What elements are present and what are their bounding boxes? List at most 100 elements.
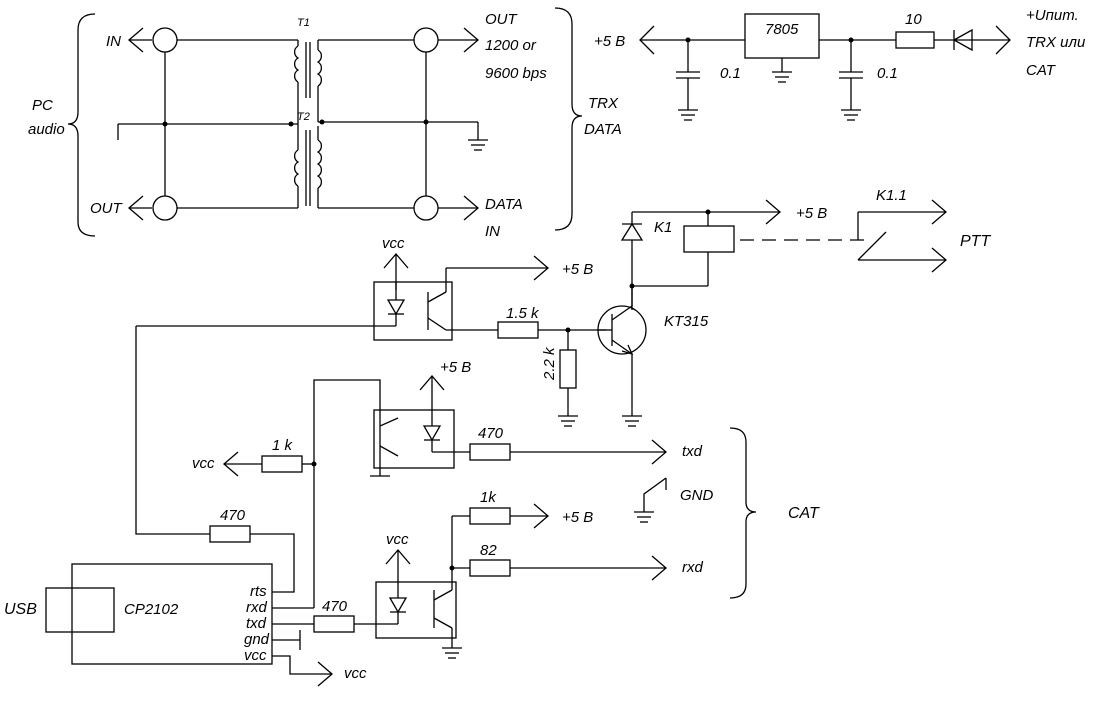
out-left-jack — [152, 195, 178, 221]
audio-interface-section: PC audio IN OUT T1 T2 — [28, 7, 622, 240]
vcc-1k-label: vcc — [192, 455, 215, 472]
opto3-section: 1k +5 B 82 rxd vcc 470 — [272, 489, 703, 659]
opto3-ground — [442, 628, 462, 659]
t1-primary-coil — [294, 45, 300, 83]
gnd-wire — [643, 477, 667, 512]
pin-rxd-label: rxd — [246, 599, 267, 616]
supply-label-3: CAT — [1026, 62, 1057, 79]
opto1-out-label: +5 B — [562, 261, 593, 278]
res-1k-b-label: 1k — [480, 489, 497, 506]
reg-name-label: 7805 — [765, 21, 799, 38]
baud-label-2: 9600 bps — [485, 65, 547, 82]
resistor-82 — [469, 559, 511, 577]
cap2-label: 0.1 — [877, 65, 898, 82]
optocoupler-2 — [373, 409, 455, 469]
opto1-section: vcc +5 B 1.5 k 2.2 k — [136, 235, 709, 427]
out-right-label: OUT — [485, 11, 519, 28]
pin-gnd-label: gnd — [244, 631, 270, 648]
cp2102-section: 470 USB CP2102 rts rxd txd gnd vcc vcc — [4, 326, 367, 687]
usb-label: USB — [4, 601, 37, 618]
res-470-txd-label: 470 — [478, 425, 504, 442]
cp2102-chip — [71, 563, 273, 665]
trx-data-brace — [554, 7, 583, 231]
resistor-470-txd2 — [313, 615, 355, 633]
optocoupler-3 — [375, 581, 457, 639]
res-1k5-label: 1.5 k — [506, 305, 540, 322]
rxd-pwr-label: +5 B — [562, 509, 593, 526]
opto3-pt-emitter — [433, 617, 453, 629]
pin-vcc-label: vcc — [244, 647, 267, 664]
vcc-pin-wire — [272, 655, 332, 675]
k1-pwr-label: +5 B — [796, 205, 827, 222]
rxd-arrowhead — [651, 555, 667, 581]
ptt-relay-section: K1 +5 B K1.1 PTT — [620, 187, 991, 310]
contact-blade — [857, 231, 887, 261]
opto2-pt-collector — [379, 417, 399, 427]
right-junction-a — [319, 119, 325, 125]
supply-label-1: +Uпит. — [1026, 7, 1079, 24]
opto2-rts-wire — [313, 379, 381, 464]
baud-label-1: 1200 or — [485, 37, 537, 54]
rxd-pwr-arrowhead — [533, 503, 549, 529]
cat-label: CAT — [788, 505, 820, 522]
opto1-pt-collector — [427, 291, 447, 303]
pc-audio-brace — [67, 13, 96, 237]
kt315-emitter — [611, 339, 633, 355]
opto3-pt-collector — [433, 589, 453, 601]
relay-diode-triangle — [620, 222, 644, 241]
t2-primary-coil — [294, 149, 300, 187]
resistor-1k — [261, 455, 303, 473]
resistor-2k2 — [559, 349, 577, 389]
vcc-bottom-arrowhead — [317, 661, 333, 687]
opto3-led — [388, 597, 408, 614]
res-10-label: 10 — [905, 11, 922, 28]
resistor-470-txd — [469, 443, 511, 461]
cap1 — [676, 40, 700, 121]
out-right-arrowhead — [463, 27, 479, 53]
txd-label: txd — [682, 443, 703, 460]
res-2k2-ground — [558, 388, 578, 427]
cat-ground-symbol — [634, 511, 654, 523]
relay-pwr-arrowhead — [765, 199, 781, 225]
trx-label: TRX — [588, 95, 619, 112]
cat-brace — [729, 427, 757, 599]
relay-coil-k1 — [683, 225, 735, 253]
chip-label: CP2102 — [124, 601, 179, 618]
data-in-jack — [413, 195, 439, 221]
pin-rts-label: rts — [250, 583, 267, 600]
supply-in-arrowhead — [995, 25, 1011, 55]
txd-arrowhead — [651, 439, 667, 465]
pc-label: PC — [32, 97, 53, 114]
resistor-470-rts — [209, 525, 251, 543]
opto2-pt-emitter — [379, 445, 399, 457]
audio-label: audio — [28, 121, 65, 138]
in-left-jack — [152, 27, 178, 53]
opto1-out-arrowhead — [533, 255, 549, 281]
res-1k-label: 1 k — [272, 437, 294, 454]
rts-wire — [135, 326, 210, 535]
resistor-10 — [895, 31, 935, 49]
pin-txd-label: txd — [246, 615, 267, 632]
t1-secondary-coil — [316, 49, 322, 87]
t-center-junction — [288, 121, 294, 127]
ptt-arrowhead-top — [931, 199, 947, 225]
resistor-1k5 — [497, 321, 539, 339]
resistor-1k-b — [469, 507, 511, 525]
data-in-label-1: DATA — [485, 196, 523, 213]
cat-section: GND CAT — [634, 427, 820, 599]
ptt-label: PTT — [960, 233, 991, 250]
gnd-label: GND — [680, 487, 714, 504]
t2-secondary-coil — [316, 139, 322, 189]
supply-diode-triangle — [952, 28, 973, 52]
k11-label: K1.1 — [876, 187, 907, 204]
right-junction-b — [423, 119, 429, 125]
supply-label-2: TRX или — [1026, 34, 1086, 51]
k1-label: K1 — [654, 219, 672, 236]
kt315-ground — [622, 354, 642, 427]
regulator-section: +5 B 7805 0.1 — [594, 7, 1086, 121]
vcc-opto3-label: vcc — [386, 531, 409, 548]
out-right-jack — [413, 27, 439, 53]
opto1-pt-emitter — [427, 317, 447, 331]
rxd-label: rxd — [682, 559, 703, 576]
